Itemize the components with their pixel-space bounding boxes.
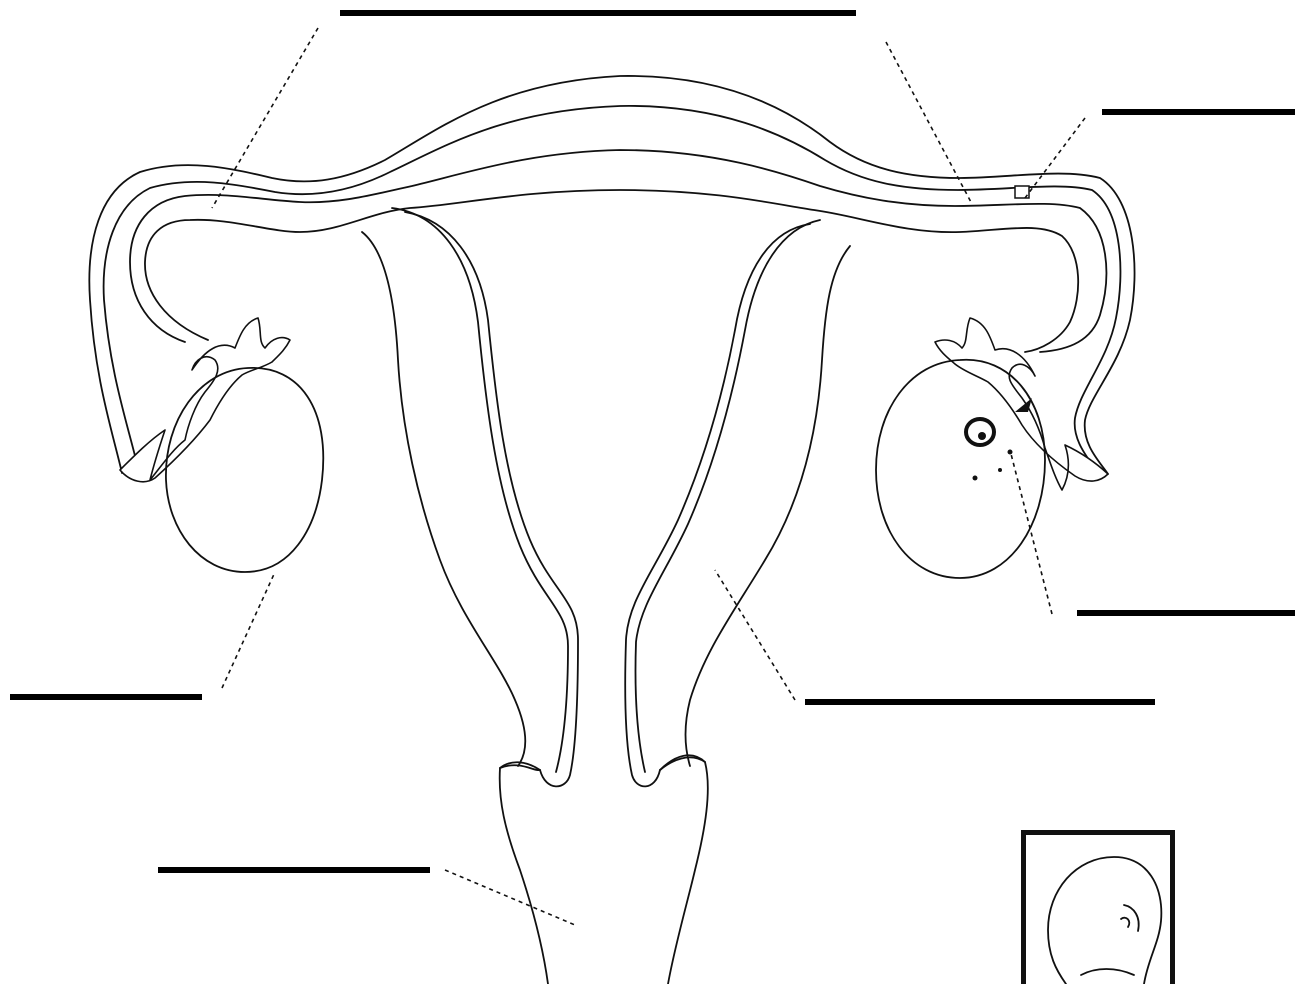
inset-head bbox=[1048, 857, 1161, 984]
uterus-left-outer bbox=[362, 232, 525, 766]
tube-outer-wall bbox=[89, 76, 1134, 474]
cervix-outline bbox=[500, 762, 548, 984]
cervix-outline-right bbox=[660, 755, 708, 984]
leader-left bbox=[222, 572, 275, 688]
left-fimbriae bbox=[120, 318, 290, 482]
uterus-right-outer bbox=[686, 246, 851, 766]
inset-box bbox=[1021, 830, 1175, 984]
answer-blanks bbox=[10, 13, 1295, 870]
uterus-right-canal bbox=[625, 224, 810, 786]
leader-right bbox=[1010, 450, 1052, 614]
tube-wall-3 bbox=[130, 150, 1106, 352]
leader-top-right bbox=[886, 42, 972, 204]
vagina bbox=[500, 755, 708, 984]
right-ovary-group bbox=[876, 186, 1108, 578]
tube-wall-2 bbox=[104, 106, 1121, 470]
inset-ear bbox=[1121, 905, 1139, 931]
tube-inner-wall bbox=[145, 190, 1078, 352]
uterus bbox=[362, 208, 850, 786]
left-ovary bbox=[166, 368, 323, 572]
inset-neck bbox=[1081, 969, 1134, 975]
uterus-right-canal-inner bbox=[635, 220, 820, 772]
leader-bottom-left bbox=[445, 870, 575, 925]
left-ovary-group bbox=[120, 318, 323, 572]
inset-drawing bbox=[1026, 835, 1170, 984]
right-fimbriae bbox=[935, 318, 1108, 490]
leader-middle-right bbox=[715, 570, 795, 700]
uterus-left-canal bbox=[405, 212, 578, 786]
follicle bbox=[966, 419, 1013, 481]
leader-lines bbox=[212, 28, 1085, 925]
fallopian-tubes bbox=[89, 76, 1134, 474]
right-ovary bbox=[876, 360, 1045, 578]
